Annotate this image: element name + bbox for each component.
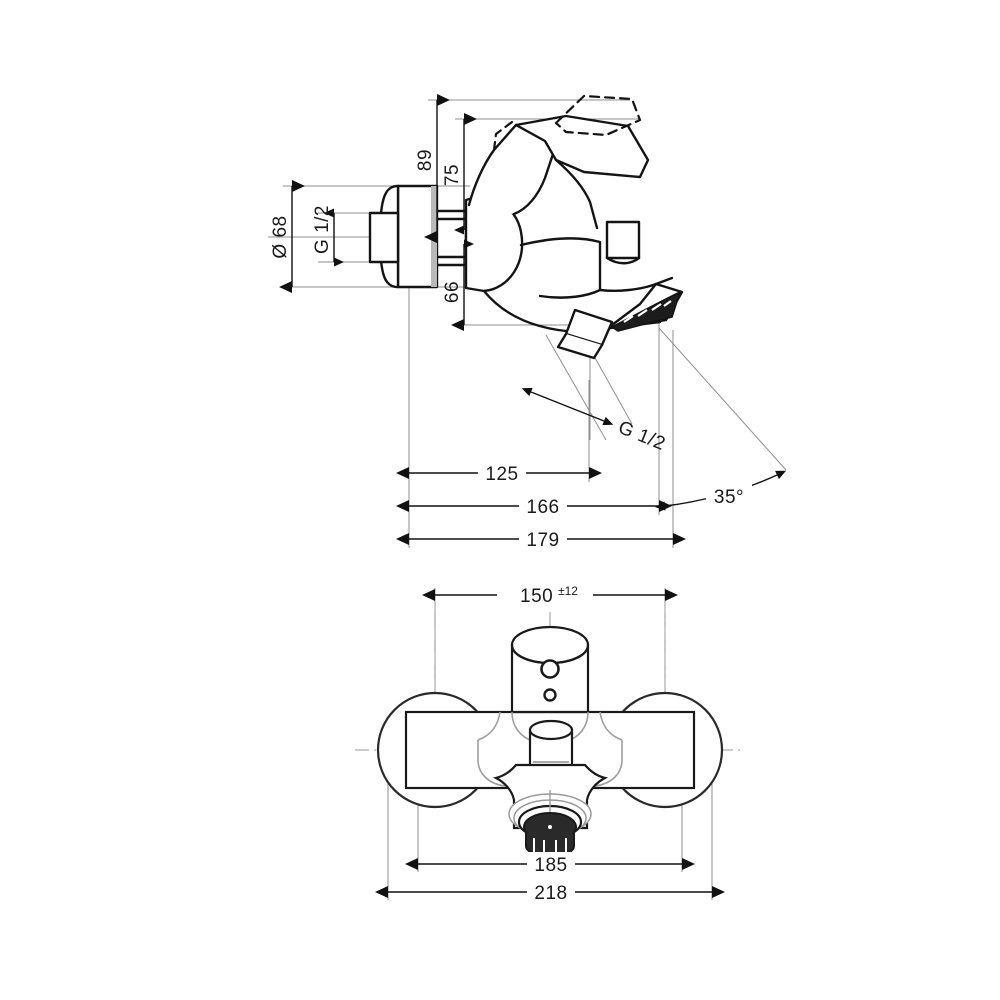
dimension-width-179: 179 xyxy=(396,527,686,551)
dimension-diameter-68: Ø 68 xyxy=(270,180,305,293)
side-elevation-view: Ø 68 G 1/2 89 75 66 xyxy=(268,94,787,551)
dimension-g12-inlet: G 1/2 xyxy=(312,205,344,267)
dimension-width-166: 166 xyxy=(396,494,672,518)
dimension-height-75: 75 xyxy=(442,113,477,235)
dimension-angle-35: 35° xyxy=(655,470,787,511)
dimension-width-125: 125 xyxy=(396,461,602,485)
dimension-label-150-tolerance: ±12 xyxy=(558,584,578,598)
dimension-label-75: 75 xyxy=(442,164,463,186)
dimension-width-150: 150 ±12 xyxy=(422,582,678,608)
front-elevation-view: 150 ±12 185 218 xyxy=(355,582,745,904)
dimension-label-179: 179 xyxy=(526,530,559,551)
dimension-label-d68: Ø 68 xyxy=(270,215,291,258)
dimension-height-89: 89 xyxy=(415,94,450,243)
spout-tip-detail xyxy=(610,290,682,332)
dimension-width-185: 185 xyxy=(405,852,695,876)
dimension-label-185: 185 xyxy=(534,855,567,876)
dimension-label-218: 218 xyxy=(534,883,567,904)
dimension-label-150: 150 xyxy=(520,586,553,607)
dimension-width-218: 218 xyxy=(375,880,725,904)
cartridge-indicator-hole xyxy=(543,688,557,702)
dimension-label-g12-inlet: G 1/2 xyxy=(312,205,333,254)
dimension-label-g12-outlet: G 1/2 xyxy=(615,417,668,455)
dimension-label-125: 125 xyxy=(485,464,518,485)
dimension-label-89: 89 xyxy=(415,149,436,171)
dimension-label-166: 166 xyxy=(526,497,559,518)
cartridge-screw-hole xyxy=(540,659,560,679)
lever-raised-dashed xyxy=(554,94,642,137)
dimension-g12-outlet: G 1/2 xyxy=(521,387,668,455)
dimension-height-66: 66 xyxy=(442,239,474,331)
dimension-label-66: 66 xyxy=(442,281,463,303)
dimension-label-35deg: 35° xyxy=(714,487,744,508)
escutcheon-shading xyxy=(431,186,437,287)
